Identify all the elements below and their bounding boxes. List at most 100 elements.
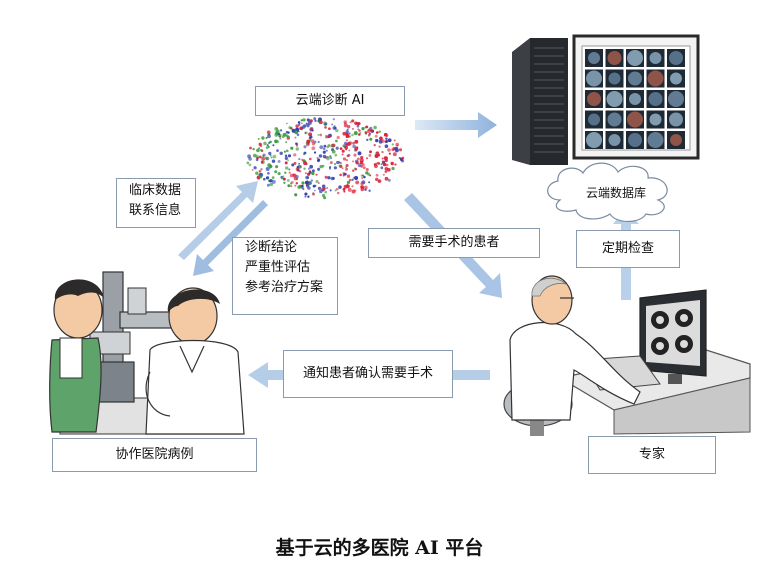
neural-dot bbox=[326, 156, 330, 161]
neural-dot bbox=[318, 189, 323, 194]
neural-dot bbox=[329, 161, 333, 165]
neural-dot bbox=[290, 185, 293, 188]
expert-text: 专家 bbox=[638, 446, 665, 462]
neural-dot bbox=[385, 133, 389, 138]
neural-dot bbox=[299, 165, 302, 169]
neural-dot bbox=[375, 131, 379, 134]
expert-computer-illustration bbox=[503, 275, 751, 436]
neural-dot bbox=[353, 153, 357, 157]
retina-image bbox=[606, 91, 623, 107]
neural-dot bbox=[288, 126, 292, 130]
neural-dot bbox=[335, 187, 339, 191]
neural-dot bbox=[294, 136, 297, 139]
neural-dot bbox=[289, 173, 294, 178]
retina-image bbox=[608, 134, 621, 146]
neural-dot bbox=[332, 177, 335, 180]
neural-dot bbox=[306, 139, 311, 144]
neural-dot bbox=[261, 156, 266, 161]
neural-dot bbox=[260, 160, 264, 164]
neural-dot bbox=[313, 151, 317, 154]
neural-dot bbox=[306, 118, 310, 122]
neural-dot bbox=[285, 122, 288, 125]
neural-dot bbox=[338, 185, 342, 189]
neural-dot bbox=[382, 173, 385, 176]
neural-dot bbox=[280, 176, 284, 180]
neural-dot bbox=[365, 125, 369, 129]
neural-dot bbox=[369, 128, 372, 131]
neural-dot bbox=[308, 171, 312, 175]
neural-dot bbox=[286, 178, 290, 183]
neural-dot bbox=[387, 138, 392, 143]
neural-dot bbox=[353, 167, 357, 170]
neural-dot bbox=[339, 164, 343, 168]
neural-dot bbox=[322, 121, 327, 126]
neural-dot bbox=[279, 151, 283, 156]
neural-dot bbox=[384, 144, 389, 148]
neural-dot bbox=[391, 166, 395, 171]
neural-dot bbox=[291, 129, 296, 133]
neural-dot bbox=[331, 149, 336, 154]
retina-image bbox=[587, 92, 601, 106]
neural-dot bbox=[298, 158, 301, 161]
neural-dot bbox=[357, 128, 360, 131]
neural-dot bbox=[343, 184, 348, 189]
neural-dot bbox=[351, 127, 354, 131]
neural-dot bbox=[276, 149, 279, 152]
neural-dot bbox=[347, 187, 352, 192]
neural-dot bbox=[348, 149, 351, 152]
neural-dot bbox=[282, 177, 286, 181]
neural-dot bbox=[268, 164, 273, 169]
neural-dot bbox=[304, 131, 307, 134]
neural-dot bbox=[345, 167, 349, 171]
neural-dot bbox=[279, 137, 282, 140]
neural-dot bbox=[285, 166, 289, 170]
neural-dot bbox=[318, 120, 323, 125]
neural-dot bbox=[369, 137, 373, 141]
neural-dot bbox=[393, 139, 396, 142]
neural-dot bbox=[365, 157, 369, 160]
neural-dot bbox=[330, 157, 333, 160]
neural-dot bbox=[387, 178, 391, 182]
neural-dot bbox=[293, 176, 298, 181]
hospital-cases-text: 协作医院病例 bbox=[115, 446, 194, 462]
neural-dot bbox=[319, 164, 323, 169]
neural-dot bbox=[351, 160, 355, 163]
neural-dot bbox=[363, 175, 366, 179]
neural-dot bbox=[341, 167, 344, 170]
neural-dot bbox=[375, 173, 379, 177]
retina-image bbox=[647, 132, 664, 148]
neural-dot bbox=[366, 129, 371, 134]
neural-dot bbox=[279, 129, 283, 132]
neural-dot bbox=[247, 154, 252, 159]
neural-dot bbox=[385, 163, 389, 167]
neural-dot bbox=[278, 133, 281, 136]
neural-dot bbox=[354, 189, 357, 192]
neural-dot bbox=[298, 169, 302, 173]
neural-dot bbox=[307, 121, 312, 125]
neural-dot bbox=[326, 186, 329, 190]
neural-dot bbox=[351, 185, 354, 188]
neural-dot bbox=[380, 166, 384, 170]
neural-dot bbox=[325, 136, 328, 139]
neural-dot bbox=[271, 159, 276, 163]
neural-dot bbox=[301, 125, 306, 129]
neural-dot bbox=[373, 143, 376, 147]
neural-dot bbox=[355, 180, 360, 185]
neural-dot bbox=[401, 156, 405, 160]
diagnosis-line3: 参考治疗方案 bbox=[245, 280, 324, 296]
neural-dot bbox=[274, 170, 278, 174]
neural-dot bbox=[325, 149, 328, 152]
neural-dot bbox=[331, 143, 336, 148]
neural-dot bbox=[336, 160, 340, 165]
neural-dot bbox=[317, 182, 320, 185]
neural-dot bbox=[354, 176, 359, 180]
neural-dot bbox=[288, 168, 291, 171]
neural-dot bbox=[305, 122, 308, 125]
neural-dot bbox=[375, 151, 380, 156]
neural-dot bbox=[345, 163, 349, 168]
neural-dot bbox=[379, 136, 383, 141]
neural-dot bbox=[336, 135, 340, 140]
neural-dot bbox=[271, 179, 276, 184]
ai-neural-network-cloud bbox=[246, 117, 405, 200]
